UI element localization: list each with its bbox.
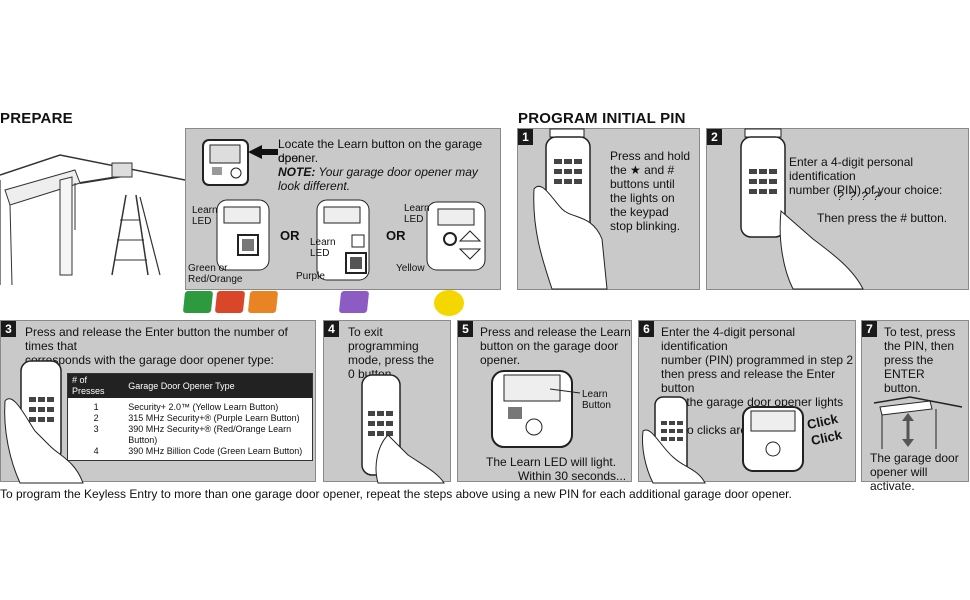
color-label-3: Yellow [396, 263, 425, 274]
garage-illustration [0, 154, 186, 286]
keypad-hand-icon-6 [642, 396, 706, 484]
or-label-1: OR [280, 228, 300, 243]
step-3-number: 3 [1, 321, 16, 337]
step-7-after-2: opener will activate. [870, 465, 928, 493]
step-4-number: 4 [324, 321, 339, 337]
swatch-green [182, 291, 214, 313]
learn-panel-2-icon [316, 199, 370, 281]
swatch-orange [247, 291, 279, 313]
step-7-after-1: The garage door [870, 451, 959, 465]
step-3-panel: 3 Press and release the Enter button the… [0, 320, 316, 484]
prepare-note: NOTE: Your garage door opener may [278, 165, 478, 179]
step-2-panel: 2 Enter a 4-digit personal identificatio… [706, 128, 969, 290]
swatch-red [214, 291, 246, 313]
prepare-note-2: look different. [278, 179, 351, 193]
table-header-presses: # of Presses [68, 374, 125, 398]
step-6-number: 6 [639, 321, 654, 337]
footer-note: To program the Keyless Entry to more tha… [0, 487, 792, 501]
keypad-hand-icon-2 [740, 128, 864, 290]
step-3-text: Press and release the Enter button the n… [25, 325, 288, 367]
opener-unit-icon-5 [491, 370, 581, 448]
step-7-number: 7 [862, 321, 877, 337]
keypad-hand-icon-3 [4, 360, 84, 484]
keypad-hand-icon-1 [533, 128, 608, 290]
pointer-arrow-icon [248, 145, 278, 159]
step-2-pin: ? ? ? ? [837, 189, 881, 203]
step-6-panel: 6 Enter the 4-digit personal identificat… [638, 320, 856, 484]
opener-unit-icon [202, 139, 249, 186]
step-2-after: Then press the # button. [817, 211, 948, 225]
program-heading: PROGRAM INITIAL PIN [518, 110, 686, 127]
swatch-purple [338, 291, 370, 313]
step-1-number: 1 [518, 129, 533, 145]
learn-panel-1-icon [216, 199, 270, 271]
step-6-text: Enter the 4-digit personal identificatio… [661, 325, 854, 437]
swatch-yellow [434, 290, 464, 316]
garage-door-icon [873, 396, 963, 449]
prepare-instruction-1: Locate the Learn button on the garage do… [278, 137, 483, 165]
or-label-2: OR [386, 228, 406, 243]
step-5-led-line2: Within 30 seconds... [518, 469, 627, 483]
prepare-instruction-2: opener. [278, 151, 319, 165]
step-5-number: 5 [458, 321, 473, 337]
prepare-panel: Locate the Learn button on the garage do… [185, 128, 501, 290]
opener-unit-icon-6 [742, 406, 804, 472]
step-2-number: 2 [707, 129, 722, 145]
step-5-led-line1: The Learn LED will light. [486, 455, 617, 469]
learn-panel-3-icon [426, 201, 486, 271]
prepare-heading: PREPARE [0, 110, 73, 127]
keypad-hand-icon-4 [361, 374, 445, 484]
color-label-2: Purple [296, 271, 325, 282]
table-header-type: Garage Door Opener Type [124, 374, 312, 398]
